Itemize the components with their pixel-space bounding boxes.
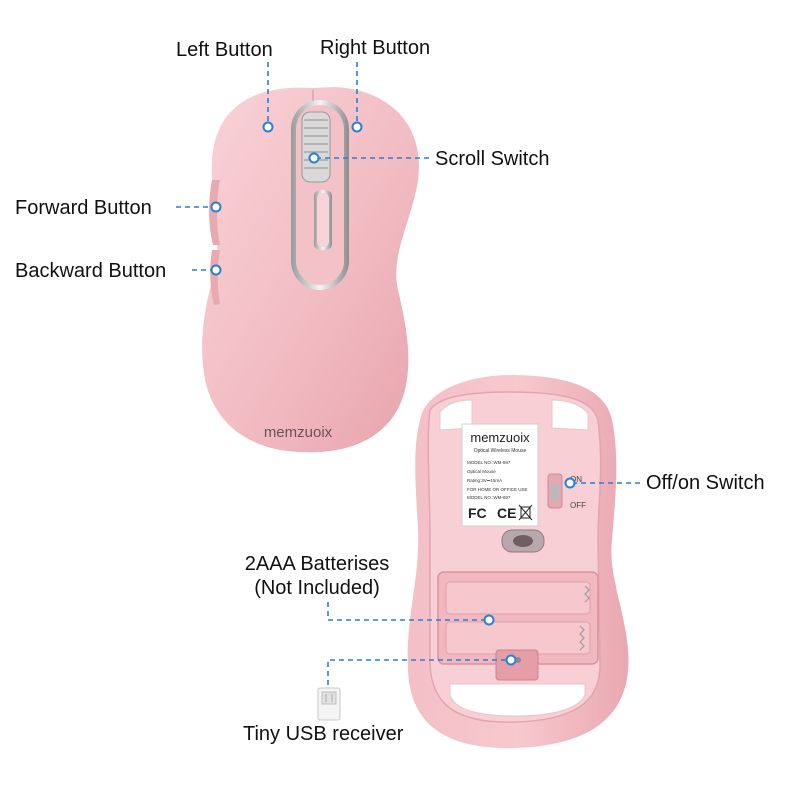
scroll-wheel: [301, 111, 331, 183]
backward-button-callout: Backward Button: [15, 260, 167, 282]
label-rating: Rating:3V⎓15mA: [467, 478, 502, 483]
backward-button-shape: [210, 250, 220, 305]
usb-receiver: [317, 687, 341, 721]
batteries-line-2: (Not Included): [254, 577, 380, 599]
battery-compartment: [437, 571, 599, 681]
label-model-2: MODEL NO.:WM-697: [467, 495, 511, 500]
off-on-switch-callout: Off/on Switch: [646, 472, 765, 494]
mouse-bottom-view: memzuoix Optical Wireless Mouse MODEL NO…: [407, 375, 629, 749]
batteries-line-1: 2AAA Batterises: [244, 553, 390, 575]
forward-button-callout: Forward Button: [15, 197, 152, 219]
label-brand: memzuoix: [470, 430, 530, 445]
label-subtitle: Optical Wireless Mouse: [474, 448, 527, 454]
brand-logo-top: memzuoix: [264, 424, 333, 441]
mouse-top-view: memzuoix: [202, 87, 419, 453]
scroll-switch-callout: Scroll Switch: [435, 148, 550, 170]
callout-dots: [210, 121, 576, 666]
left-button-callout: Left Button: [176, 39, 273, 61]
fcc-mark: FC: [468, 505, 487, 521]
right-button-callout: Right Button: [320, 37, 431, 59]
wee-bin-icon: [518, 504, 533, 521]
label-use: FOR HOME OR OFFICE USE: [467, 487, 528, 492]
forward-button-shape: [209, 180, 220, 245]
switch-on-label: ON: [570, 475, 582, 484]
callout-lines: [176, 62, 640, 685]
power-switch: ON OFF: [547, 473, 586, 510]
usb-receiver-callout: Tiny USB receiver: [243, 723, 404, 745]
switch-off-label: OFF: [570, 501, 586, 510]
label-model: MODEL NO.:WM-697: [467, 460, 511, 465]
ce-mark: CE: [497, 505, 516, 521]
label-sticker: memzuoix Optical Wireless Mouse MODEL NO…: [461, 423, 539, 527]
batteries-callout: 2AAA Batterises (Not Included): [232, 552, 402, 600]
label-product: Optical Mouse: [467, 469, 496, 474]
